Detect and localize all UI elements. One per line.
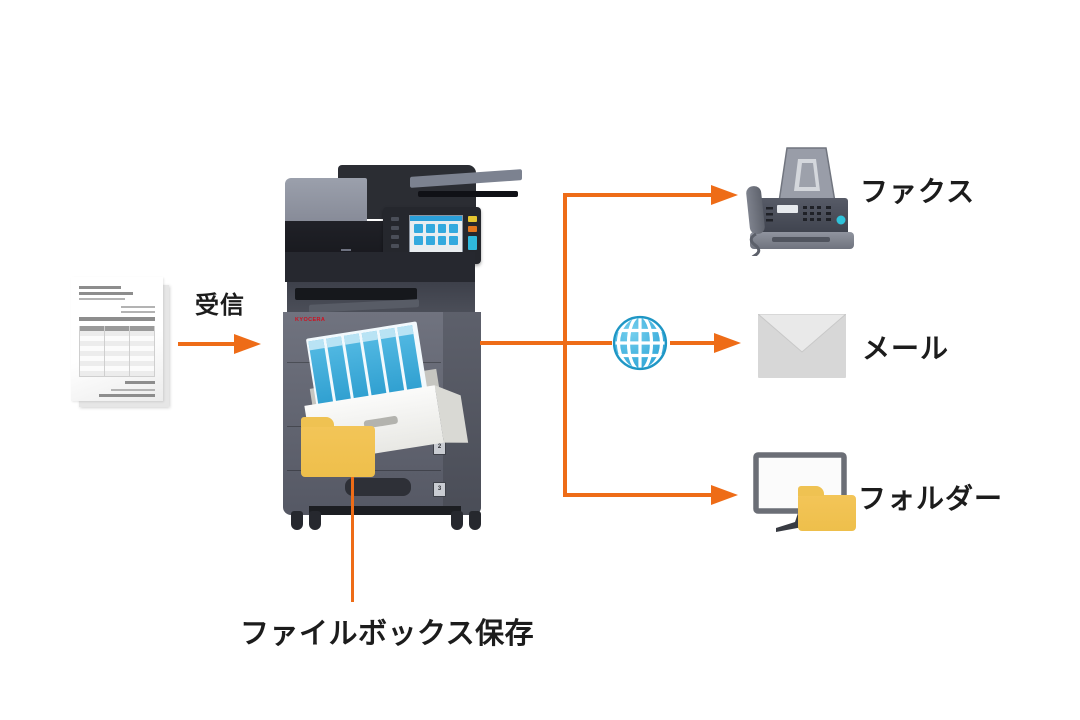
caster-wheel bbox=[309, 511, 321, 530]
touchscreen-app-grid bbox=[410, 221, 462, 248]
caster-wheel bbox=[469, 511, 481, 530]
doc-line bbox=[121, 306, 155, 308]
doc-line bbox=[79, 298, 125, 300]
fax-machine-icon bbox=[746, 147, 854, 256]
kyocera-logo: KYOCERA bbox=[295, 317, 326, 323]
panel-key-yellow bbox=[468, 216, 477, 222]
fax-display bbox=[777, 205, 798, 213]
fax-cord bbox=[749, 232, 761, 256]
connector-trunk-horizontal bbox=[480, 341, 567, 345]
doc-line bbox=[79, 292, 133, 295]
scanner-lid bbox=[285, 178, 367, 222]
receive-arrow-line bbox=[178, 342, 234, 346]
caster-wheel bbox=[291, 511, 303, 530]
doc-band bbox=[79, 317, 155, 321]
fax-handset bbox=[746, 186, 765, 235]
receive-label: 受信 bbox=[195, 292, 245, 319]
doc-line bbox=[99, 394, 155, 397]
connector-folder-line bbox=[563, 493, 711, 497]
doc-line bbox=[111, 389, 155, 391]
tray-3-label: 3 bbox=[433, 482, 446, 497]
doc-line bbox=[79, 286, 121, 289]
globe-icon bbox=[612, 315, 668, 371]
touchscreen-header bbox=[410, 216, 462, 221]
touchscreen bbox=[409, 215, 463, 256]
box-side bbox=[434, 385, 469, 443]
destination-folder-icon bbox=[798, 486, 856, 531]
filebox-save-label: ファイルボックス保存 bbox=[240, 618, 535, 650]
connector-fax-line bbox=[563, 193, 711, 197]
doc-line bbox=[121, 311, 155, 313]
filebox-folder-icon bbox=[301, 417, 375, 477]
envelope-flap bbox=[758, 314, 846, 353]
doc-table-header bbox=[80, 326, 154, 331]
receive-arrow-head bbox=[234, 334, 261, 354]
connector-trunk-vertical bbox=[563, 193, 567, 497]
file-box-icon bbox=[304, 321, 469, 464]
fax-keypad bbox=[766, 206, 831, 222]
mfp-printer-illustration: KYOCERA 2 3 bbox=[283, 163, 522, 533]
mail-arrow-head bbox=[714, 333, 741, 353]
storage-connector-line bbox=[351, 470, 354, 602]
fax-arrow-head bbox=[711, 185, 738, 205]
fax-body bbox=[756, 198, 848, 235]
fax-start-button bbox=[836, 215, 846, 225]
paper-drawer-handle bbox=[345, 478, 411, 496]
folder-arrow-head bbox=[711, 485, 738, 505]
folder-label: フォルダー bbox=[858, 483, 1004, 514]
output-tray-area bbox=[287, 282, 475, 313]
mail-label: メール bbox=[862, 333, 950, 364]
connector-mail-line-1 bbox=[567, 341, 612, 345]
envelope-icon bbox=[758, 314, 846, 378]
box-handle bbox=[363, 415, 398, 429]
caster-wheel bbox=[451, 511, 463, 530]
connector-mail-line-2 bbox=[670, 341, 714, 345]
fax-label: ファクス bbox=[860, 176, 976, 207]
document-icon bbox=[71, 277, 163, 401]
panel-key-cyan bbox=[468, 236, 477, 250]
doc-line bbox=[125, 381, 155, 384]
panel-key-orange bbox=[468, 226, 477, 232]
blue-binders bbox=[308, 325, 423, 407]
doc-table bbox=[79, 326, 155, 377]
